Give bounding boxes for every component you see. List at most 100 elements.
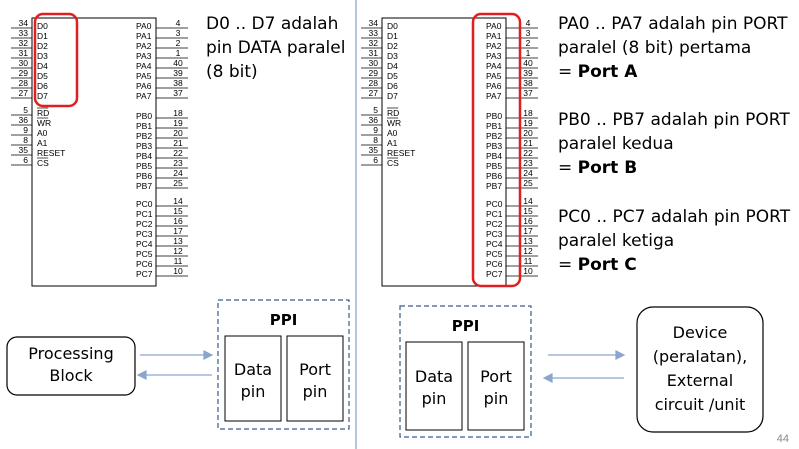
pin-number: 8 bbox=[373, 135, 378, 145]
pin-number: 40 bbox=[523, 58, 533, 68]
pin-number: 16 bbox=[523, 216, 533, 226]
pin-label: A1 bbox=[37, 138, 48, 148]
pin-label: D1 bbox=[37, 31, 48, 41]
pin-label: PC7 bbox=[136, 269, 153, 279]
pin-number: 37 bbox=[173, 88, 183, 98]
pin-label: PB2 bbox=[136, 131, 152, 141]
pin-label: A1 bbox=[387, 138, 398, 148]
pin-label: PA2 bbox=[136, 41, 152, 51]
pin-label: PA5 bbox=[486, 71, 502, 81]
pin-label: PC0 bbox=[136, 199, 153, 209]
pin-label: PA5 bbox=[136, 71, 152, 81]
pin-label: RD bbox=[387, 108, 399, 118]
pin-label: PB1 bbox=[486, 121, 502, 131]
pin-label: PA2 bbox=[486, 41, 502, 51]
pin-number: 28 bbox=[369, 78, 379, 88]
pin-number: 4 bbox=[526, 18, 531, 28]
pin-label: D7 bbox=[37, 91, 48, 101]
pin-label: PB7 bbox=[486, 181, 502, 191]
pin-label: D5 bbox=[37, 71, 48, 81]
pin-number: 12 bbox=[173, 246, 183, 256]
pin-label: PB4 bbox=[136, 151, 152, 161]
pin-number: 32 bbox=[369, 38, 379, 48]
processing-block-label: Processing Block bbox=[28, 344, 114, 385]
pin-number: 25 bbox=[173, 178, 183, 188]
pin-label: D0 bbox=[37, 21, 48, 31]
arrows-right bbox=[542, 350, 626, 383]
pin-number: 16 bbox=[173, 216, 183, 226]
pin-label: PB0 bbox=[136, 111, 152, 121]
port-b-description: PB0 .. PB7 adalah pin PORT paralel kedua… bbox=[558, 110, 790, 178]
pin-label: WR bbox=[387, 118, 401, 128]
ppi-left-port-box bbox=[286, 335, 344, 422]
data-pins-highlight bbox=[33, 12, 79, 108]
pin-number: 39 bbox=[173, 68, 183, 78]
pin-number: 40 bbox=[173, 58, 183, 68]
pin-number: 10 bbox=[173, 266, 183, 276]
pin-number: 31 bbox=[19, 48, 29, 58]
ppi-right-port-label: Port pin bbox=[480, 367, 512, 408]
pin-label: D4 bbox=[37, 61, 48, 71]
pin-number: 22 bbox=[173, 148, 183, 158]
ppi-left-data-label: Data pin bbox=[233, 360, 273, 401]
pin-number: 13 bbox=[523, 236, 533, 246]
pin-number: 23 bbox=[523, 158, 533, 168]
pin-number: 6 bbox=[373, 155, 378, 165]
pin-number: 9 bbox=[23, 125, 28, 135]
pin-label: PC4 bbox=[486, 239, 503, 249]
pin-number: 36 bbox=[19, 115, 29, 125]
device-label: Device (peralatan), External circuit /un… bbox=[652, 323, 748, 414]
pin-label: D2 bbox=[387, 41, 398, 51]
pin-number: 24 bbox=[523, 168, 533, 178]
pin-number: 22 bbox=[523, 148, 533, 158]
chip-body bbox=[31, 17, 157, 287]
pin-number: 28 bbox=[19, 78, 29, 88]
pin-label: PC2 bbox=[486, 219, 503, 229]
pin-label: PC4 bbox=[136, 239, 153, 249]
pin-number: 34 bbox=[369, 18, 379, 28]
pin-label: PA0 bbox=[136, 21, 152, 31]
pin-label: PC5 bbox=[486, 249, 503, 259]
pin-label: PC2 bbox=[136, 219, 153, 229]
pin-label: PC3 bbox=[486, 229, 503, 239]
pin-label: PA0 bbox=[486, 21, 502, 31]
pin-label: PA6 bbox=[136, 81, 152, 91]
ppi-left-data-box bbox=[224, 335, 282, 422]
pin-label: D5 bbox=[387, 71, 398, 81]
pin-number: 2 bbox=[176, 38, 181, 48]
pin-number: 2 bbox=[526, 38, 531, 48]
page-number: 44 bbox=[776, 433, 789, 445]
pin-number: 19 bbox=[523, 118, 533, 128]
pin-number: 23 bbox=[173, 158, 183, 168]
pin-label: PC6 bbox=[136, 259, 153, 269]
arrows-left bbox=[136, 350, 214, 380]
pin-label: PB1 bbox=[136, 121, 152, 131]
ppi-right-box bbox=[399, 305, 532, 438]
pin-number: 27 bbox=[369, 88, 379, 98]
pin-number: 6 bbox=[23, 155, 28, 165]
pin-label: D6 bbox=[387, 81, 398, 91]
pin-number: 8 bbox=[23, 135, 28, 145]
pin-label: PA7 bbox=[486, 91, 502, 101]
pin-label: PB6 bbox=[136, 171, 152, 181]
pin-number: 15 bbox=[173, 206, 183, 216]
pin-number: 34 bbox=[19, 18, 29, 28]
pin-number: 20 bbox=[523, 128, 533, 138]
pin-label: PB4 bbox=[486, 151, 502, 161]
pin-number: 35 bbox=[19, 145, 29, 155]
pin-number: 9 bbox=[373, 125, 378, 135]
pin-label: PB3 bbox=[486, 141, 502, 151]
ppi-right-data-box bbox=[405, 341, 463, 431]
pin-label: RESET bbox=[387, 148, 415, 158]
pin-label: PC7 bbox=[486, 269, 503, 279]
pin-number: 3 bbox=[526, 28, 531, 38]
pin-number: 5 bbox=[23, 105, 28, 115]
pin-label: D3 bbox=[387, 51, 398, 61]
pin-number: 11 bbox=[524, 256, 533, 266]
pin-number: 17 bbox=[173, 226, 183, 236]
pin-number: 32 bbox=[19, 38, 29, 48]
pin-number: 35 bbox=[369, 145, 379, 155]
